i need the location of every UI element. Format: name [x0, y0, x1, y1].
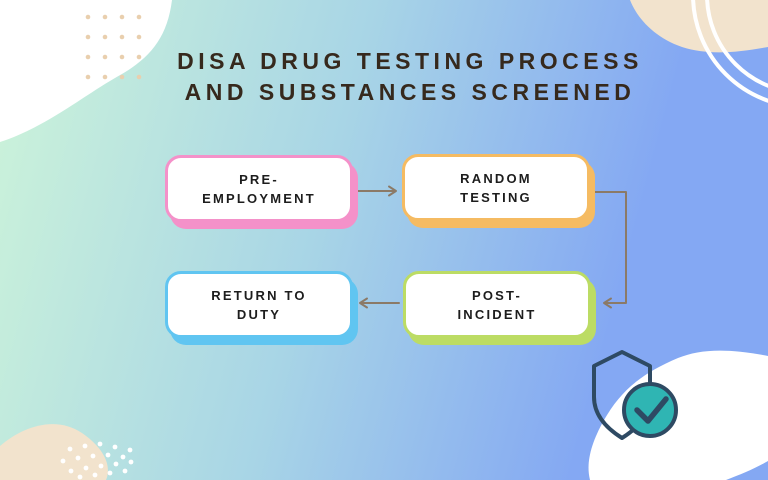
- arrow-post-incident-to-return-to-duty: [359, 297, 400, 309]
- flow-node-pre-employment: PRE- EMPLOYMENT: [165, 155, 353, 222]
- white-blob-bottom-right: [588, 350, 768, 480]
- flow-node-label-line: DUTY: [236, 306, 282, 322]
- connector-random-testing-to-post-incident: [590, 191, 627, 309]
- flow-node-label-line: RETURN TO: [211, 287, 307, 303]
- beige-blob-bottom-left: [0, 424, 108, 480]
- flow-node-label-line: POST-: [471, 287, 522, 303]
- flow-node-return-to-duty: RETURN TO DUTY: [165, 271, 353, 338]
- flow-node-label-line: EMPLOYMENT: [202, 190, 316, 206]
- flow-node-label-line: INCIDENT: [457, 306, 537, 322]
- page-title: DISA DRUG TESTING PROCESS AND SUBSTANCES…: [76, 46, 744, 108]
- dot-grid-bottom-left-icon: [60, 441, 134, 480]
- flow-node-label-line: TESTING: [460, 189, 532, 205]
- beige-blob-top-right: [630, 0, 768, 53]
- flow-node-label-line: PRE-: [239, 171, 279, 187]
- page-title-line-2: AND SUBSTANCES SCREENED: [184, 79, 636, 105]
- arrow-pre-employment-to-random-testing: [356, 185, 397, 197]
- flow-node-random-testing: RANDOM TESTING: [402, 154, 590, 221]
- shield-check-icon: [592, 350, 678, 440]
- page-title-line-1: DISA DRUG TESTING PROCESS: [177, 48, 643, 74]
- flow-node-label-line: RANDOM: [460, 170, 532, 186]
- flow-node-post-incident: POST- INCIDENT: [403, 271, 591, 338]
